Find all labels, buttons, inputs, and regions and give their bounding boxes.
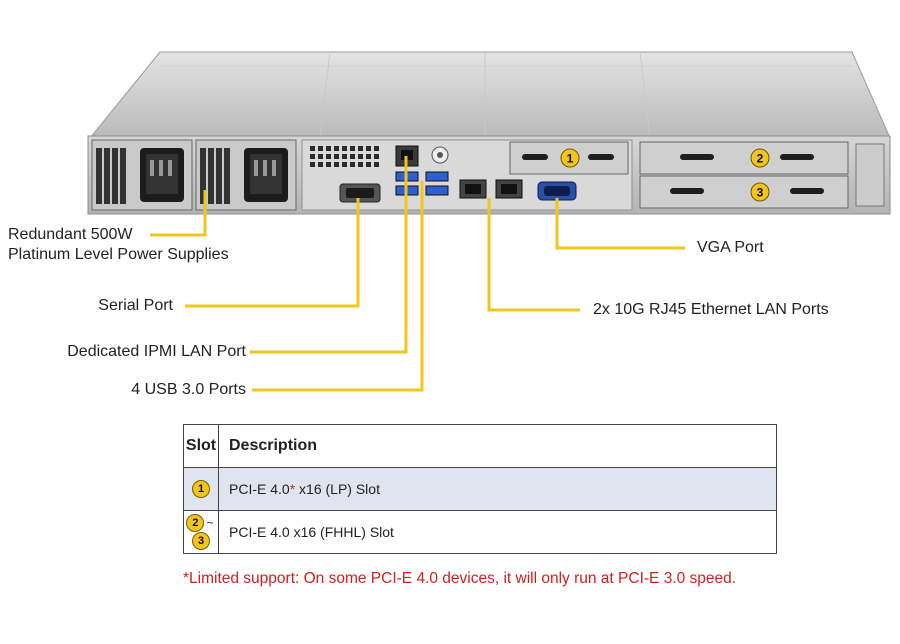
description-cell: PCI-E 4.0 x16 (FHHL) Slot bbox=[218, 510, 777, 554]
server-rear-diagram: 1 2 3 bbox=[87, 51, 891, 392]
serial-port-label: Serial Port bbox=[98, 297, 173, 314]
ipmi-port-label: Dedicated IPMI LAN Port bbox=[67, 343, 246, 360]
serial-callout-line bbox=[185, 198, 360, 308]
table-row: 1 PCI-E 4.0* x16 (LP) Slot bbox=[183, 467, 777, 511]
slot-badge-2: 2 bbox=[750, 148, 770, 168]
lan-callout-line bbox=[487, 198, 580, 312]
slot-badge-3: 3 bbox=[750, 182, 770, 202]
serial-port bbox=[339, 183, 381, 203]
slot-badge-1: 1 bbox=[560, 148, 580, 168]
lan-ports-label: 2x 10G RJ45 Ethernet LAN Ports bbox=[593, 301, 829, 318]
description-text-rest: x16 (LP) Slot bbox=[295, 481, 380, 497]
usb-callout-line bbox=[252, 181, 424, 392]
vga-callout-line bbox=[555, 198, 685, 250]
svg-text:2: 2 bbox=[757, 152, 764, 166]
description-cell: PCI-E 4.0* x16 (LP) Slot bbox=[218, 467, 777, 511]
ethernet-lan-ports bbox=[459, 179, 523, 199]
slot-badge: 3 bbox=[192, 532, 210, 551]
slot-cell: 2~3 bbox=[183, 510, 219, 554]
rear-vent bbox=[855, 143, 885, 207]
description-column-header: Description bbox=[218, 424, 777, 468]
pcie-slot-2 bbox=[639, 141, 849, 175]
vent-grille bbox=[310, 146, 379, 167]
slot-column-header: Slot bbox=[183, 424, 219, 468]
psu-label-line2: Platinum Level Power Supplies bbox=[8, 246, 229, 263]
slot-cell: 1 bbox=[183, 467, 219, 511]
slot-range-separator: ~ bbox=[206, 516, 214, 530]
table-row: 2~3 PCI-E 4.0 x16 (FHHL) Slot bbox=[183, 510, 777, 554]
limited-support-mark: * bbox=[289, 481, 296, 497]
slot-table: Slot Description 1 PCI-E 4.0* x16 (LP) S… bbox=[183, 424, 777, 554]
svg-text:3: 3 bbox=[757, 186, 764, 200]
ipmi-callout-line bbox=[250, 156, 408, 354]
power-supply-2 bbox=[195, 139, 297, 211]
pcie-slot-3 bbox=[639, 175, 849, 209]
usb-ports-label: 4 USB 3.0 Ports bbox=[131, 381, 246, 398]
vga-port bbox=[537, 181, 577, 201]
power-supply-1 bbox=[91, 139, 193, 211]
psu-label-line1: Redundant 500W bbox=[8, 226, 133, 243]
slot-badge: 1 bbox=[192, 480, 210, 499]
description-text: PCI-E 4.0 bbox=[229, 481, 290, 497]
chassis-top bbox=[88, 51, 891, 139]
psu-callout-line bbox=[150, 190, 207, 237]
limited-support-footnote: *Limited support: On some PCI-E 4.0 devi… bbox=[183, 570, 737, 587]
vga-port-label: VGA Port bbox=[697, 239, 764, 256]
table-header-row: Slot Description bbox=[183, 424, 777, 468]
svg-text:1: 1 bbox=[567, 152, 574, 166]
slot-badge: 2 bbox=[186, 514, 205, 532]
